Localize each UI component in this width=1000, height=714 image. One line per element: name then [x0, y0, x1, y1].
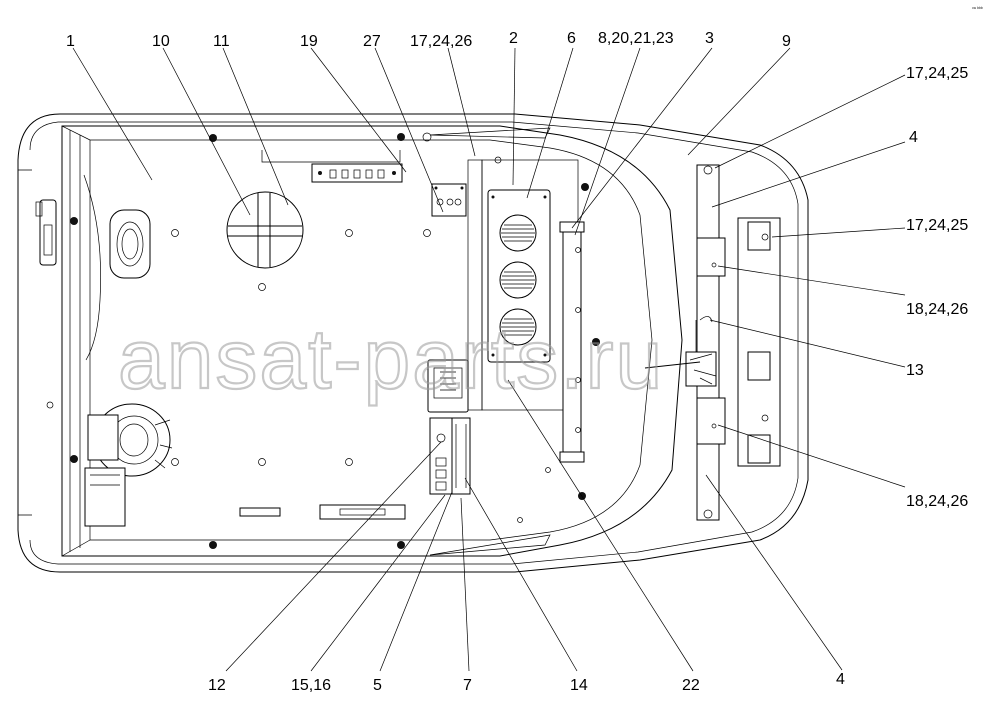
callout-17-24-25-b: 17,24,25 [906, 217, 968, 234]
callout-2: 2 [509, 30, 518, 47]
inner-panel [61, 125, 683, 557]
callout-27: 27 [363, 33, 381, 50]
callout-13: 13 [906, 362, 924, 379]
fasteners [70, 133, 600, 549]
control-strip-top [311, 163, 403, 183]
vent-panel [487, 189, 551, 363]
roof-hatch-round [226, 191, 304, 269]
callout-5: 5 [373, 677, 382, 694]
callout-7: 7 [463, 677, 472, 694]
blower-lower-left [84, 403, 173, 527]
callout-3: 3 [705, 30, 714, 47]
corner-mark: ᵒᵃ ᵇᵇᵇ [972, 6, 983, 12]
callout-17-24-26-top: 17,24,26 [410, 33, 472, 50]
vent-grille-1 [499, 214, 537, 252]
callout-15-16: 15,16 [291, 677, 331, 694]
callout-10: 10 [152, 33, 170, 50]
lower-module [429, 417, 471, 495]
mounting-holes [171, 132, 581, 523]
latch-mechanism [644, 316, 717, 387]
callout-19: 19 [300, 33, 318, 50]
callout-1: 1 [66, 33, 75, 50]
leader-lines [72, 47, 906, 672]
module-27 [431, 183, 467, 217]
callout-22: 22 [682, 677, 700, 694]
callout-labels: 1 10 11 19 27 17,24,26 2 6 8,20,21,23 3 … [66, 30, 968, 694]
vent-grille-2 [499, 261, 537, 299]
callout-11: 11 [213, 33, 230, 50]
right-bracket-assembly [644, 164, 781, 521]
callout-6: 6 [567, 30, 576, 47]
left-side-components [35, 174, 173, 527]
callout-9: 9 [782, 33, 791, 50]
callout-12: 12 [208, 677, 226, 694]
switch-block [427, 359, 469, 413]
callout-4-bottom: 4 [836, 671, 845, 688]
callout-8-20-21-23: 8,20,21,23 [598, 30, 674, 47]
right-rail [559, 221, 585, 463]
callout-18-24-26-a: 18,24,26 [906, 301, 968, 318]
callout-18-24-26-b: 18,24,26 [906, 493, 968, 510]
bottom-strips [239, 504, 406, 520]
callout-17-24-25-a: 17,24,25 [906, 65, 968, 82]
speaker-upper-left [109, 209, 151, 279]
callout-4-top: 4 [909, 129, 918, 146]
watermark-text: ansat-parts.ru [118, 312, 664, 406]
callout-14: 14 [570, 677, 588, 694]
vent-grille-3 [499, 308, 537, 346]
